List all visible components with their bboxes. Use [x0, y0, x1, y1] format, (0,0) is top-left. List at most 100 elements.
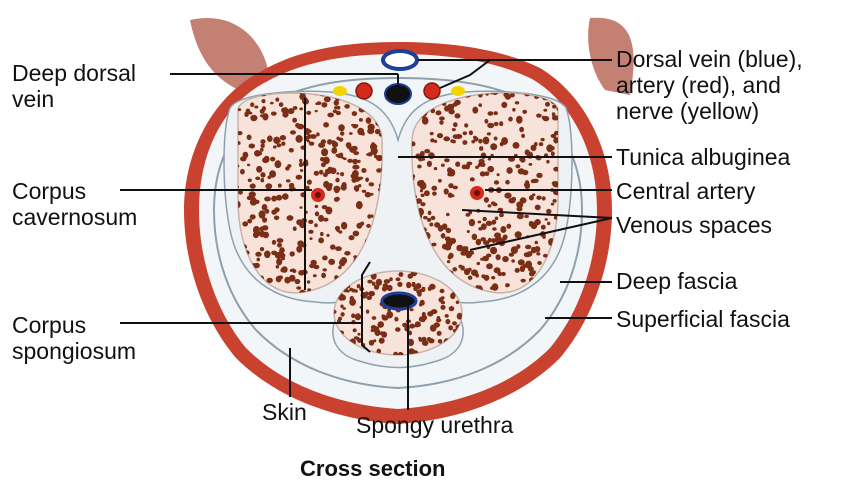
venous-space-dot [447, 172, 453, 177]
venous-space-dot [505, 283, 510, 287]
venous-space-dot [424, 149, 431, 154]
venous-space-dot [420, 193, 425, 198]
venous-space-dot [487, 111, 494, 116]
venous-space-dot [328, 167, 333, 171]
venous-space-dot [429, 131, 434, 136]
venous-space-dot [352, 329, 357, 333]
venous-space-dot [522, 109, 528, 114]
venous-space-dot [471, 140, 476, 144]
venous-space-dot [368, 290, 375, 297]
venous-space-dot [460, 265, 465, 271]
venous-space-dot [348, 235, 355, 241]
venous-space-dot [357, 159, 361, 163]
venous-space-dot [361, 189, 367, 193]
venous-space-dot [418, 316, 426, 323]
venous-space-dot [320, 139, 327, 145]
venous-space-dot [552, 181, 558, 188]
venous-space-dot [318, 237, 324, 244]
venous-space-dot [297, 123, 305, 130]
venous-space-dot [275, 97, 280, 102]
venous-space-dot [528, 162, 533, 166]
venous-space-dot [338, 265, 342, 270]
venous-space-dot [504, 192, 512, 199]
venous-space-dot [480, 237, 487, 242]
venous-space-dot [493, 121, 499, 127]
venous-space-dot [524, 214, 529, 219]
venous-space-dot [444, 314, 449, 318]
venous-space-dot [314, 204, 319, 209]
venous-space-dot [364, 191, 372, 198]
venous-space-dot [262, 113, 269, 121]
venous-space-dot [546, 208, 552, 214]
venous-space-dot [254, 105, 259, 109]
venous-space-dot [431, 242, 437, 247]
venous-space-dot [367, 123, 375, 131]
venous-space-dot [540, 224, 546, 230]
venous-space-dot [247, 218, 253, 224]
venous-space-dot [276, 258, 283, 266]
venous-space-dot [511, 259, 515, 263]
venous-space-dot [289, 251, 295, 257]
venous-space-dot [436, 318, 442, 323]
venous-space-dot [528, 195, 534, 201]
venous-space-dot [448, 325, 454, 331]
venous-space-dot [260, 178, 265, 183]
venous-space-dot [246, 134, 252, 141]
venous-space-dot [250, 114, 258, 122]
venous-space-dot [331, 147, 338, 154]
venous-space-dot [475, 238, 482, 246]
venous-space-dot [491, 220, 496, 225]
venous-space-dot [466, 230, 470, 233]
venous-space-dot [260, 147, 264, 152]
venous-space-dot [258, 210, 266, 219]
venous-space-dot [520, 278, 526, 283]
venous-space-dot [492, 202, 498, 207]
venous-space-dot [342, 307, 347, 310]
venous-space-dot [289, 269, 294, 272]
venous-space-dot [357, 127, 365, 136]
venous-space-dot [344, 251, 351, 256]
venous-space-dot [419, 302, 423, 307]
venous-space-dot [440, 304, 446, 310]
venous-space-dot [275, 264, 280, 269]
venous-space-dot [487, 237, 492, 243]
venous-space-dot [393, 351, 399, 355]
venous-space-dot [352, 164, 360, 170]
venous-space-dot [306, 110, 312, 115]
venous-space-dot [255, 176, 261, 181]
venous-space-dot [553, 130, 558, 136]
venous-space-dot [486, 132, 491, 136]
venous-space-dot [545, 101, 550, 107]
venous-space-dot [323, 122, 329, 128]
venous-space-dot [336, 172, 340, 175]
venous-space-dot [538, 142, 544, 147]
venous-space-dot [534, 204, 541, 211]
venous-space-dot [340, 221, 348, 230]
venous-space-dot [478, 103, 483, 107]
venous-space-dot [478, 227, 483, 231]
venous-space-dot [354, 313, 362, 321]
venous-space-dot [308, 141, 315, 146]
venous-space-dot [515, 164, 521, 169]
venous-space-dot [314, 211, 320, 217]
venous-space-dot [452, 321, 457, 326]
venous-space-dot [315, 102, 319, 105]
venous-space-dot [438, 178, 442, 183]
venous-space-dot [475, 165, 479, 169]
venous-space-dot [420, 202, 426, 207]
venous-space-dot [550, 133, 557, 138]
venous-space-dot [409, 323, 416, 329]
venous-space-dot [322, 255, 328, 261]
venous-space-dot [500, 228, 505, 232]
venous-space-dot [358, 118, 363, 122]
venous-space-dot [335, 196, 340, 202]
venous-space-dot [431, 185, 438, 191]
venous-space-dot [352, 158, 358, 165]
venous-space-dot [466, 253, 472, 259]
venous-space-dot [306, 129, 312, 134]
venous-space-dot [514, 101, 520, 105]
venous-space-dot [327, 139, 333, 145]
venous-space-dot [427, 217, 432, 222]
venous-space-dot [548, 145, 555, 151]
